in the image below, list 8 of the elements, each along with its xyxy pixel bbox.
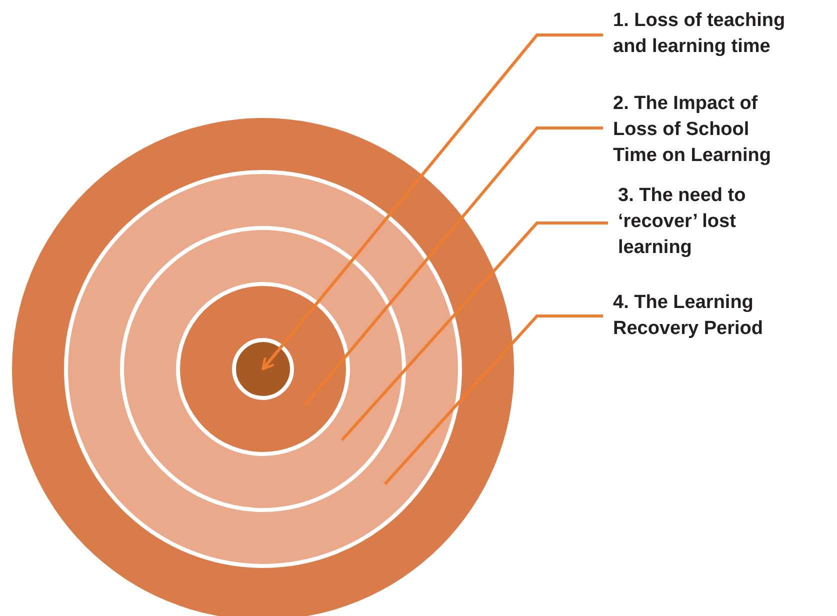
leader-text: 4. The Learning Recovery Period [603, 290, 791, 342]
leader-text: 2. The Impact of Loss of School Time on Learning [603, 91, 791, 169]
leader-line [384, 314, 603, 485]
leader-text: 1. Loss of teaching and learning time [603, 8, 791, 60]
leader-line [304, 126, 603, 406]
leader-line [262, 34, 603, 370]
leader-text: 3. The need to ‘recover’ lost learning [608, 183, 796, 261]
leader-line [340, 222, 608, 441]
